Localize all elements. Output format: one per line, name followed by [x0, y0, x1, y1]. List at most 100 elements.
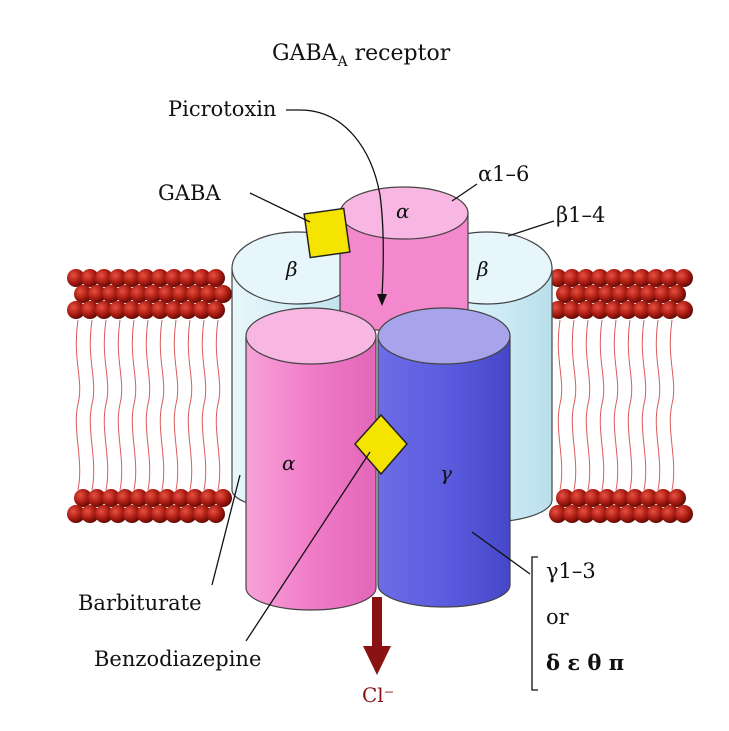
lipid-head	[612, 489, 630, 507]
lipid-head	[186, 489, 204, 507]
lipid-head	[193, 269, 211, 287]
lipid-tail	[103, 319, 109, 491]
lipid-tail	[173, 319, 179, 491]
lipid-tail	[89, 319, 95, 491]
beta-right-letter: β	[476, 257, 489, 281]
lipid-tail	[117, 319, 123, 491]
picrotoxin-label: Picrotoxin	[168, 97, 276, 121]
lipid-head	[109, 301, 127, 319]
lipid-head	[668, 489, 686, 507]
alpha-range-leader	[451, 183, 478, 202]
lipid-head	[654, 285, 672, 303]
gamma-range-leader	[471, 531, 531, 575]
lipid-head	[74, 285, 92, 303]
lipid-bilayer	[67, 269, 693, 523]
gamma-range-label: γ1–3	[546, 559, 596, 583]
lipid-head	[88, 489, 106, 507]
lipid-head	[88, 285, 106, 303]
lipid-head	[207, 505, 225, 523]
lipid-head	[123, 269, 141, 287]
lipid-head	[556, 489, 574, 507]
beta-range-leader	[507, 220, 555, 237]
lipid-head	[598, 285, 616, 303]
lipid-head	[549, 505, 567, 523]
lipid-head	[137, 301, 155, 319]
lipid-head	[109, 505, 127, 523]
lipid-head	[675, 269, 693, 287]
lipid-head	[214, 285, 232, 303]
lipid-head	[123, 505, 141, 523]
lipid-head	[668, 285, 686, 303]
lipid-head	[165, 301, 183, 319]
lipid-head	[598, 489, 616, 507]
lipid-head	[619, 269, 637, 287]
lipid-tail	[641, 319, 647, 491]
lipid-head	[549, 269, 567, 287]
alpha-subunit-front	[245, 307, 377, 611]
lipid-tail	[599, 319, 605, 491]
lipid-head	[116, 285, 134, 303]
subtype-alternatives-label: δ ε θ π	[546, 650, 624, 675]
gamma-subunit-front	[377, 307, 511, 608]
lipid-head	[116, 489, 134, 507]
subtype-bracket	[531, 556, 538, 691]
picrotoxin-arrowhead	[377, 294, 387, 306]
gamma-front-letter: γ	[440, 461, 452, 485]
lipid-head	[165, 269, 183, 287]
lipid-head	[633, 301, 651, 319]
lipid-head	[95, 505, 113, 523]
lipid-head	[633, 269, 651, 287]
benzodiazepine-leader	[245, 451, 371, 642]
lipid-head	[158, 285, 176, 303]
lipid-head	[661, 269, 679, 287]
lipid-head	[640, 285, 658, 303]
lipid-head	[207, 269, 225, 287]
lipid-head	[619, 505, 637, 523]
chloride-arrow	[363, 597, 391, 675]
lipid-head	[647, 505, 665, 523]
lipid-head	[549, 301, 567, 319]
lipid-head	[556, 285, 574, 303]
lipid-head	[172, 285, 190, 303]
benzodiazepine-ligand-diamond	[354, 413, 408, 476]
lipid-head	[200, 285, 218, 303]
lipid-tail	[131, 319, 137, 491]
lipid-head	[570, 489, 588, 507]
lipid-tail	[159, 319, 165, 491]
lipid-head	[102, 489, 120, 507]
lipid-head	[591, 301, 609, 319]
lipid-head	[186, 285, 204, 303]
lipid-tail	[669, 319, 675, 491]
lipid-head	[563, 269, 581, 287]
lipid-head	[612, 285, 630, 303]
lipid-tail	[627, 319, 633, 491]
lipid-head	[158, 489, 176, 507]
alpha-front-letter: α	[282, 451, 296, 475]
lipid-tail	[75, 319, 81, 491]
lipid-tail	[201, 319, 207, 491]
lipid-head	[67, 269, 85, 287]
lipid-head	[563, 505, 581, 523]
lipid-head	[193, 505, 211, 523]
lipid-head	[144, 285, 162, 303]
lipid-head	[151, 269, 169, 287]
lipid-head	[577, 505, 595, 523]
lipid-head	[165, 505, 183, 523]
lipid-tail	[187, 319, 193, 491]
lipid-head	[130, 489, 148, 507]
lipid-head	[95, 269, 113, 287]
lipid-head	[675, 301, 693, 319]
diagram-title: GABAA receptor	[272, 41, 451, 70]
lipid-head	[661, 301, 679, 319]
lipid-head	[654, 489, 672, 507]
beta-left-letter: β	[285, 257, 298, 281]
lipid-head	[214, 489, 232, 507]
lipid-head	[144, 489, 162, 507]
lipid-tail	[557, 319, 563, 491]
lipid-head	[81, 269, 99, 287]
lipid-head	[626, 489, 644, 507]
lipid-head	[640, 489, 658, 507]
lipid-head	[619, 301, 637, 319]
lipid-head	[193, 301, 211, 319]
